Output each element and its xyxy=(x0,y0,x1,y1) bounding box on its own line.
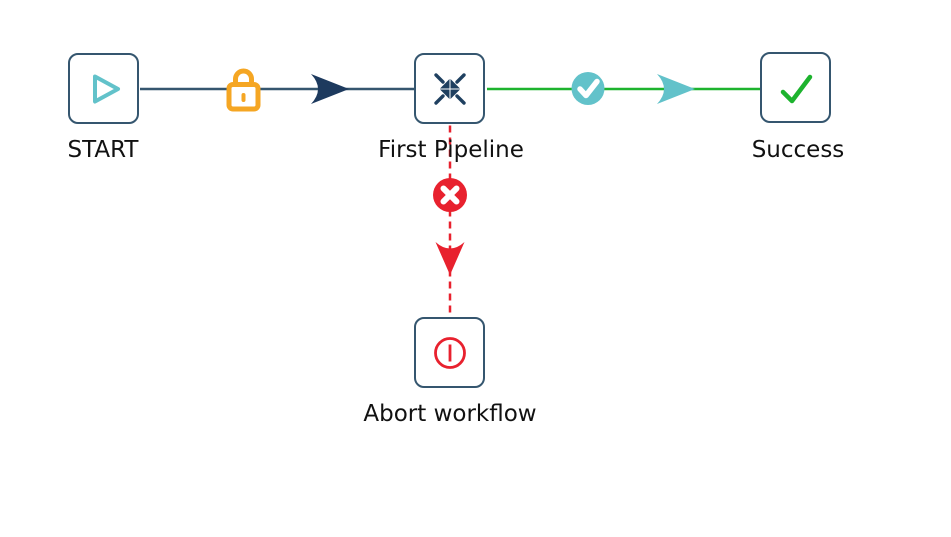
edge-pipeline-to-abort xyxy=(433,125,467,316)
node-start[interactable] xyxy=(68,53,139,124)
play-icon xyxy=(92,74,120,103)
node-label-success: Success xyxy=(751,137,845,163)
edge-pipeline-to-success xyxy=(487,72,761,105)
power-off-icon xyxy=(433,336,466,369)
lock-shackle xyxy=(233,68,254,85)
node-label-abort-workflow: Abort workflow xyxy=(363,401,537,427)
check-circle-bg xyxy=(571,72,605,105)
arrow-down-icon xyxy=(435,242,465,275)
edge-start-to-pipeline xyxy=(140,68,414,112)
compress-arrows-icon xyxy=(433,72,466,105)
check-mark xyxy=(577,78,600,99)
check-icon xyxy=(780,74,812,103)
node-first-pipeline[interactable] xyxy=(414,53,485,124)
node-label-start: START xyxy=(67,137,139,163)
node-success[interactable] xyxy=(760,52,831,123)
lock-icon[interactable] xyxy=(226,68,261,112)
check-circle-icon[interactable] xyxy=(571,72,605,105)
node-label-first-pipeline: First Pipeline xyxy=(378,137,524,163)
arrow-right-icon xyxy=(311,74,349,104)
node-abort-workflow[interactable] xyxy=(414,317,485,388)
x-mark xyxy=(440,185,460,205)
x-circle-icon[interactable] xyxy=(433,178,467,212)
arrow-right-icon xyxy=(657,74,695,104)
